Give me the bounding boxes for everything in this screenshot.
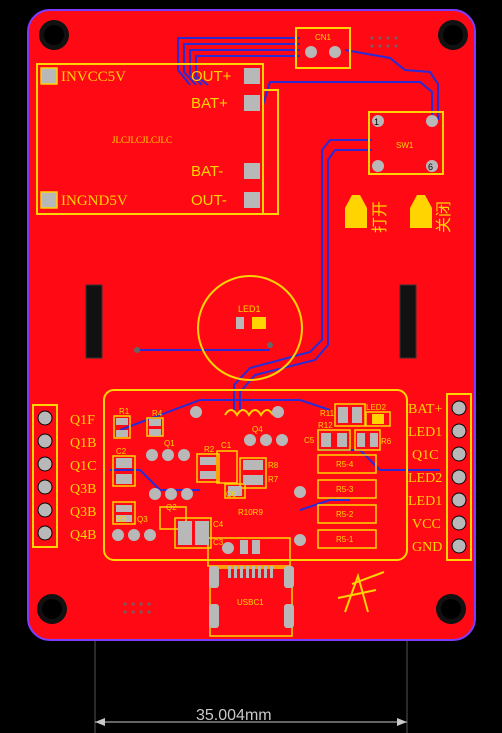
switch-position-markings: 打开 关闭 [345, 195, 453, 233]
left-header[interactable]: Q1F Q1B Q1C Q3B Q3B Q4B [32, 404, 96, 548]
left-header-label-5: Q3B [70, 505, 96, 520]
left-header-label-4: Q3B [70, 482, 96, 497]
sw1-pin1: 1 [374, 117, 379, 127]
sw1-pin6: 6 [428, 162, 433, 172]
label-r5-1: R5-1 [336, 535, 354, 544]
label-r4: R4 [152, 409, 163, 418]
label-q4: Q4 [252, 425, 263, 434]
label-r12: R12 [318, 421, 333, 430]
label-led2: LED2 [366, 403, 387, 412]
label-ingnd: INGND5V [61, 193, 128, 209]
inductor [190, 406, 284, 418]
label-c3: C3 [213, 538, 224, 547]
label-q3: Q3 [137, 515, 148, 524]
label-cn1: CN1 [315, 33, 332, 42]
label-c1: C1 [221, 441, 232, 450]
component-outlines [112, 403, 391, 567]
label-close: 关闭 [435, 201, 453, 233]
dimension-measure: 35.004mm [95, 707, 407, 726]
right-header-label-7: GND [412, 540, 442, 555]
left-header-label-1: Q1F [70, 413, 95, 428]
right-header-label-2: LED1 [408, 425, 442, 440]
label-r10r9: R10R9 [238, 508, 263, 517]
left-header-label-2: Q1B [70, 436, 96, 451]
label-r3: R3 [116, 515, 127, 524]
jlc-mark: JLCJLCJLCJLC [112, 135, 172, 145]
left-header-label-3: Q1C [70, 459, 96, 474]
label-out-minus: OUT- [191, 192, 227, 209]
transistor-pads [112, 434, 306, 554]
bottom-layer-traces [110, 37, 440, 511]
label-sw1: SW1 [396, 141, 414, 150]
pad-bat-plus[interactable] [244, 95, 260, 111]
label-r2: R2 [204, 445, 215, 454]
right-header-label-3: Q1C [412, 448, 438, 463]
left-header-label-6: Q4B [70, 528, 96, 543]
dimension-label: 35.004mm [196, 707, 272, 724]
label-out-plus: OUT+ [191, 68, 232, 85]
label-r5-4: R5-4 [336, 460, 354, 469]
pad-bat-minus[interactable] [244, 163, 260, 179]
pad-out-minus[interactable] [244, 192, 260, 208]
label-bat-plus: BAT+ [191, 95, 228, 112]
label-r5-3: R5-3 [336, 485, 354, 494]
signature-logo [337, 571, 385, 613]
label-c6: C6 [226, 490, 237, 499]
via [267, 342, 273, 348]
pad-ingnd[interactable] [40, 191, 58, 209]
label-c2: C2 [116, 447, 127, 456]
label-r7: R7 [268, 475, 279, 484]
right-header[interactable]: BAT+ LED1 Q1C LED2 LED1 VCC GND [408, 393, 472, 561]
label-c4: C4 [213, 520, 224, 529]
label-invcc: INVCC5V [61, 69, 126, 85]
power-module[interactable]: INVCC5V INGND5V OUT+ BAT+ BAT- OUT- JLCJ… [36, 63, 279, 215]
label-bat-minus: BAT- [191, 163, 223, 180]
label-open: 打开 [371, 201, 389, 233]
led1-center[interactable]: LED1 [197, 275, 303, 381]
label-q1: Q1 [164, 439, 175, 448]
label-r6: R6 [381, 437, 392, 446]
via-cluster-bottom [123, 602, 151, 614]
label-r1: R1 [119, 407, 130, 416]
label-usbc1: USBC1 [237, 598, 264, 607]
led2-indicator [372, 414, 384, 424]
label-c5: C5 [304, 436, 315, 445]
label-q2: Q2 [166, 503, 177, 512]
via-cluster-top [370, 36, 398, 48]
pcb-board[interactable] [27, 9, 476, 641]
label-led1-center: LED1 [238, 304, 261, 314]
mounting-holes [37, 20, 468, 624]
usb-c-connector[interactable]: USBC1 [209, 566, 294, 637]
label-r5-2: R5-2 [336, 510, 354, 519]
component-labels: R1 R4 Q1 C2 R2 C1 Q4 R8 R7 C6 Q2 R3 Q3 C… [116, 403, 392, 547]
right-header-label-6: VCC [412, 517, 441, 532]
switch-sw1[interactable]: 1 6 SW1 [368, 111, 444, 175]
pad-out-plus[interactable] [244, 68, 260, 84]
right-header-label-1: BAT+ [408, 402, 442, 417]
right-header-label-5: LED1 [408, 494, 442, 509]
via [134, 347, 140, 353]
label-r11: R11 [320, 409, 335, 418]
component-pads [116, 407, 378, 554]
connector-cn1[interactable]: CN1 [295, 27, 351, 69]
circuit-area-outline [103, 389, 408, 561]
right-header-label-4: LED2 [408, 471, 442, 486]
pad-invcc[interactable] [40, 67, 58, 85]
slot-left [85, 284, 103, 359]
label-r8: R8 [268, 461, 279, 470]
slot-right [399, 284, 417, 359]
